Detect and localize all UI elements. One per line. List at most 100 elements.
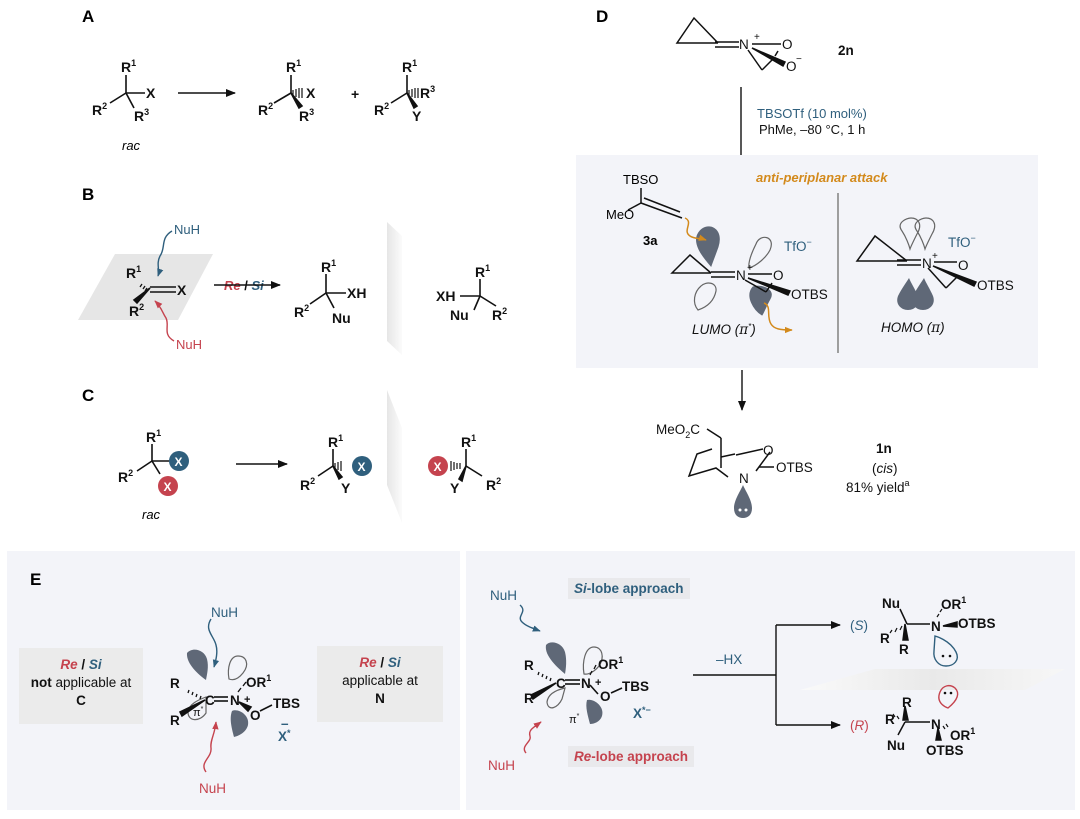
nitrogen-label: N xyxy=(230,693,240,708)
nu-label: Nu xyxy=(332,310,351,326)
tbso-label: TBSO xyxy=(623,172,658,187)
x-blue-badge xyxy=(352,456,372,476)
si-label: Si xyxy=(574,581,587,596)
panel-c-product-2 xyxy=(450,449,483,483)
e-right-structure xyxy=(529,664,623,701)
nu-label: Nu xyxy=(887,738,905,753)
compound-id-1n: 1n xyxy=(876,441,892,456)
counterion-label: X*− xyxy=(633,705,651,721)
nuh-top-label: NuH xyxy=(174,222,200,237)
panel-b-product-2 xyxy=(460,279,497,311)
plus-sign: + xyxy=(351,86,359,102)
tbs-label: TBS xyxy=(273,696,300,711)
e-right-orbitals xyxy=(545,642,603,724)
r3-label: R3 xyxy=(134,107,149,124)
x-red-badge xyxy=(158,476,178,496)
pi-star-label: π* xyxy=(569,713,580,726)
r-lone-pair xyxy=(938,684,959,709)
x-red-badge xyxy=(428,456,448,476)
nucleophile-arrow-blue xyxy=(519,604,541,632)
x-blue-badge xyxy=(169,451,189,471)
r1-label: R1 xyxy=(126,264,141,281)
r-bottom-label: R xyxy=(170,713,180,728)
tbs-label: TBS xyxy=(622,679,649,694)
r2-label: R2 xyxy=(118,468,133,485)
separator: / xyxy=(77,657,89,672)
product-1n xyxy=(687,428,774,478)
n-charge: + xyxy=(244,694,250,706)
triflate-counterion: TfO− xyxy=(948,233,976,250)
n-charge: + xyxy=(595,677,601,689)
r1-label: R1 xyxy=(461,433,476,450)
panel-a-label: A xyxy=(82,7,94,26)
nuh-bottom-label: NuH xyxy=(199,781,226,796)
s-lone-pair xyxy=(933,635,958,667)
nu-label: Nu xyxy=(882,596,900,611)
re-label: Re xyxy=(60,657,78,672)
r-label: R xyxy=(885,712,895,727)
x-label: X xyxy=(146,85,156,101)
panel-b-product-1 xyxy=(309,274,346,309)
solvent-conditions-text: PhMe, –80 °C, 1 h xyxy=(759,122,865,137)
nu-label: Nu xyxy=(450,307,469,323)
or1-label: OR1 xyxy=(950,726,975,743)
y-label: Y xyxy=(341,480,351,496)
re-si-not-applicable-box: Re / Si not applicable at C xyxy=(19,648,143,724)
y-label: Y xyxy=(450,480,460,496)
lone-pair-dot xyxy=(948,654,952,658)
nuh-top-label: NuH xyxy=(211,605,238,620)
lumo-orbitals xyxy=(693,226,772,316)
nuh-top-label: NuH xyxy=(490,588,517,603)
nitrogen-label: N xyxy=(581,676,591,691)
or1-label: OR1 xyxy=(246,673,271,690)
n-charge: + xyxy=(932,251,938,262)
nuh-bottom-label: NuH xyxy=(488,758,515,773)
attack-arrow-in xyxy=(684,217,707,241)
homo-structure xyxy=(855,234,978,289)
e-left-structure xyxy=(178,681,273,718)
y-label: Y xyxy=(412,108,422,124)
stereo-note: (cis) xyxy=(872,461,898,476)
lone-pair-dot xyxy=(744,508,748,512)
re-label: Re xyxy=(574,749,592,764)
homo-caption: HOMO (π) xyxy=(881,320,945,336)
r1-label: R1 xyxy=(146,428,161,445)
otbs-label: OTBS xyxy=(958,616,996,631)
x-blue-label: X xyxy=(175,455,183,469)
otbs-label: OTBS xyxy=(977,278,1014,293)
nitrogen-label: N xyxy=(922,256,932,271)
anti-periplanar-title: anti-periplanar attack xyxy=(756,170,888,185)
nucleophile-arrow-red xyxy=(523,721,542,754)
lone-pair-dot xyxy=(943,691,947,695)
otbs-label: OTBS xyxy=(791,287,828,302)
oxygen-label: O xyxy=(250,708,261,723)
leaving-arrow-out xyxy=(763,302,793,334)
product-s xyxy=(889,608,958,641)
compound-id-2n: 2n xyxy=(838,43,854,58)
panel-e-label: E xyxy=(30,570,41,589)
or1-label: OR1 xyxy=(941,595,966,612)
re-label: Re xyxy=(359,655,377,670)
x-red-label: X xyxy=(434,460,442,474)
r-top-label: R xyxy=(524,658,534,673)
meo-label: MeO xyxy=(606,207,634,222)
mirror-plane xyxy=(387,390,402,523)
r3-label: R3 xyxy=(299,107,314,124)
applicable-text: applicable at xyxy=(342,673,418,688)
ester-label: MeO2C xyxy=(656,422,700,440)
separator: / xyxy=(376,655,388,670)
r1-label: R1 xyxy=(321,258,336,275)
panel-c-label: C xyxy=(82,386,94,405)
lumo-structure xyxy=(670,253,792,296)
panel-b-substrate xyxy=(132,283,176,305)
lone-pair-dot xyxy=(949,691,953,695)
or1-label: OR1 xyxy=(598,655,623,672)
r-label: R xyxy=(899,642,909,657)
panel-b-label: B xyxy=(82,185,94,204)
lone-pair-dot xyxy=(941,654,945,658)
nitrogen-label: N xyxy=(739,37,749,52)
s-configuration-label: (S) xyxy=(850,618,868,633)
lone-pair-dot xyxy=(738,508,742,512)
counterion-label: X* xyxy=(278,728,291,744)
panel-a-product-2 xyxy=(390,75,419,110)
